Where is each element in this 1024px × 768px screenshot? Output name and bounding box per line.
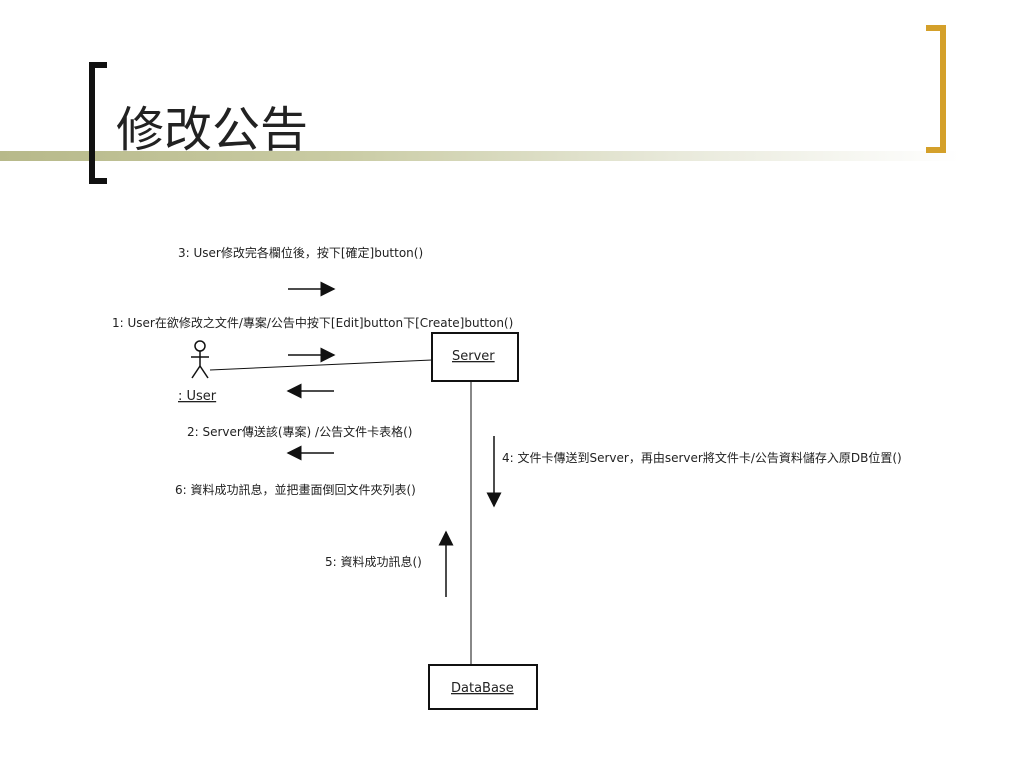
user-server-link <box>209 359 433 371</box>
message-6-label: 6: 資料成功訊息，並把畫面倒回文件夾列表() <box>175 482 416 497</box>
database-object-box <box>428 664 538 710</box>
right-bracket-decoration <box>926 25 946 153</box>
left-bracket-decoration <box>89 62 107 184</box>
server-object-box <box>431 332 519 382</box>
slide-title: 修改公告 <box>116 102 309 158</box>
title-underline-bar <box>0 151 960 161</box>
message-3-label: 3: User修改完各欄位後，按下[確定]button() <box>178 245 423 260</box>
message-1-label: 1: User在欲修改之文件/專案/公告中按下[Edit]button下[Cre… <box>112 315 513 330</box>
message-2-label: 2: Server傳送該(專案) /公告文件卡表格() <box>187 424 412 439</box>
database-object-label: DataBase <box>451 681 514 696</box>
message-4-label: 4: 文件卡傳送到Server，再由server將文件卡/公告資料儲存入原DB位… <box>502 450 902 465</box>
user-actor-icon <box>191 340 209 379</box>
message-5-label: 5: 資料成功訊息() <box>325 554 422 569</box>
server-object-label: Server <box>452 349 495 364</box>
user-object-label: : User <box>178 389 217 404</box>
